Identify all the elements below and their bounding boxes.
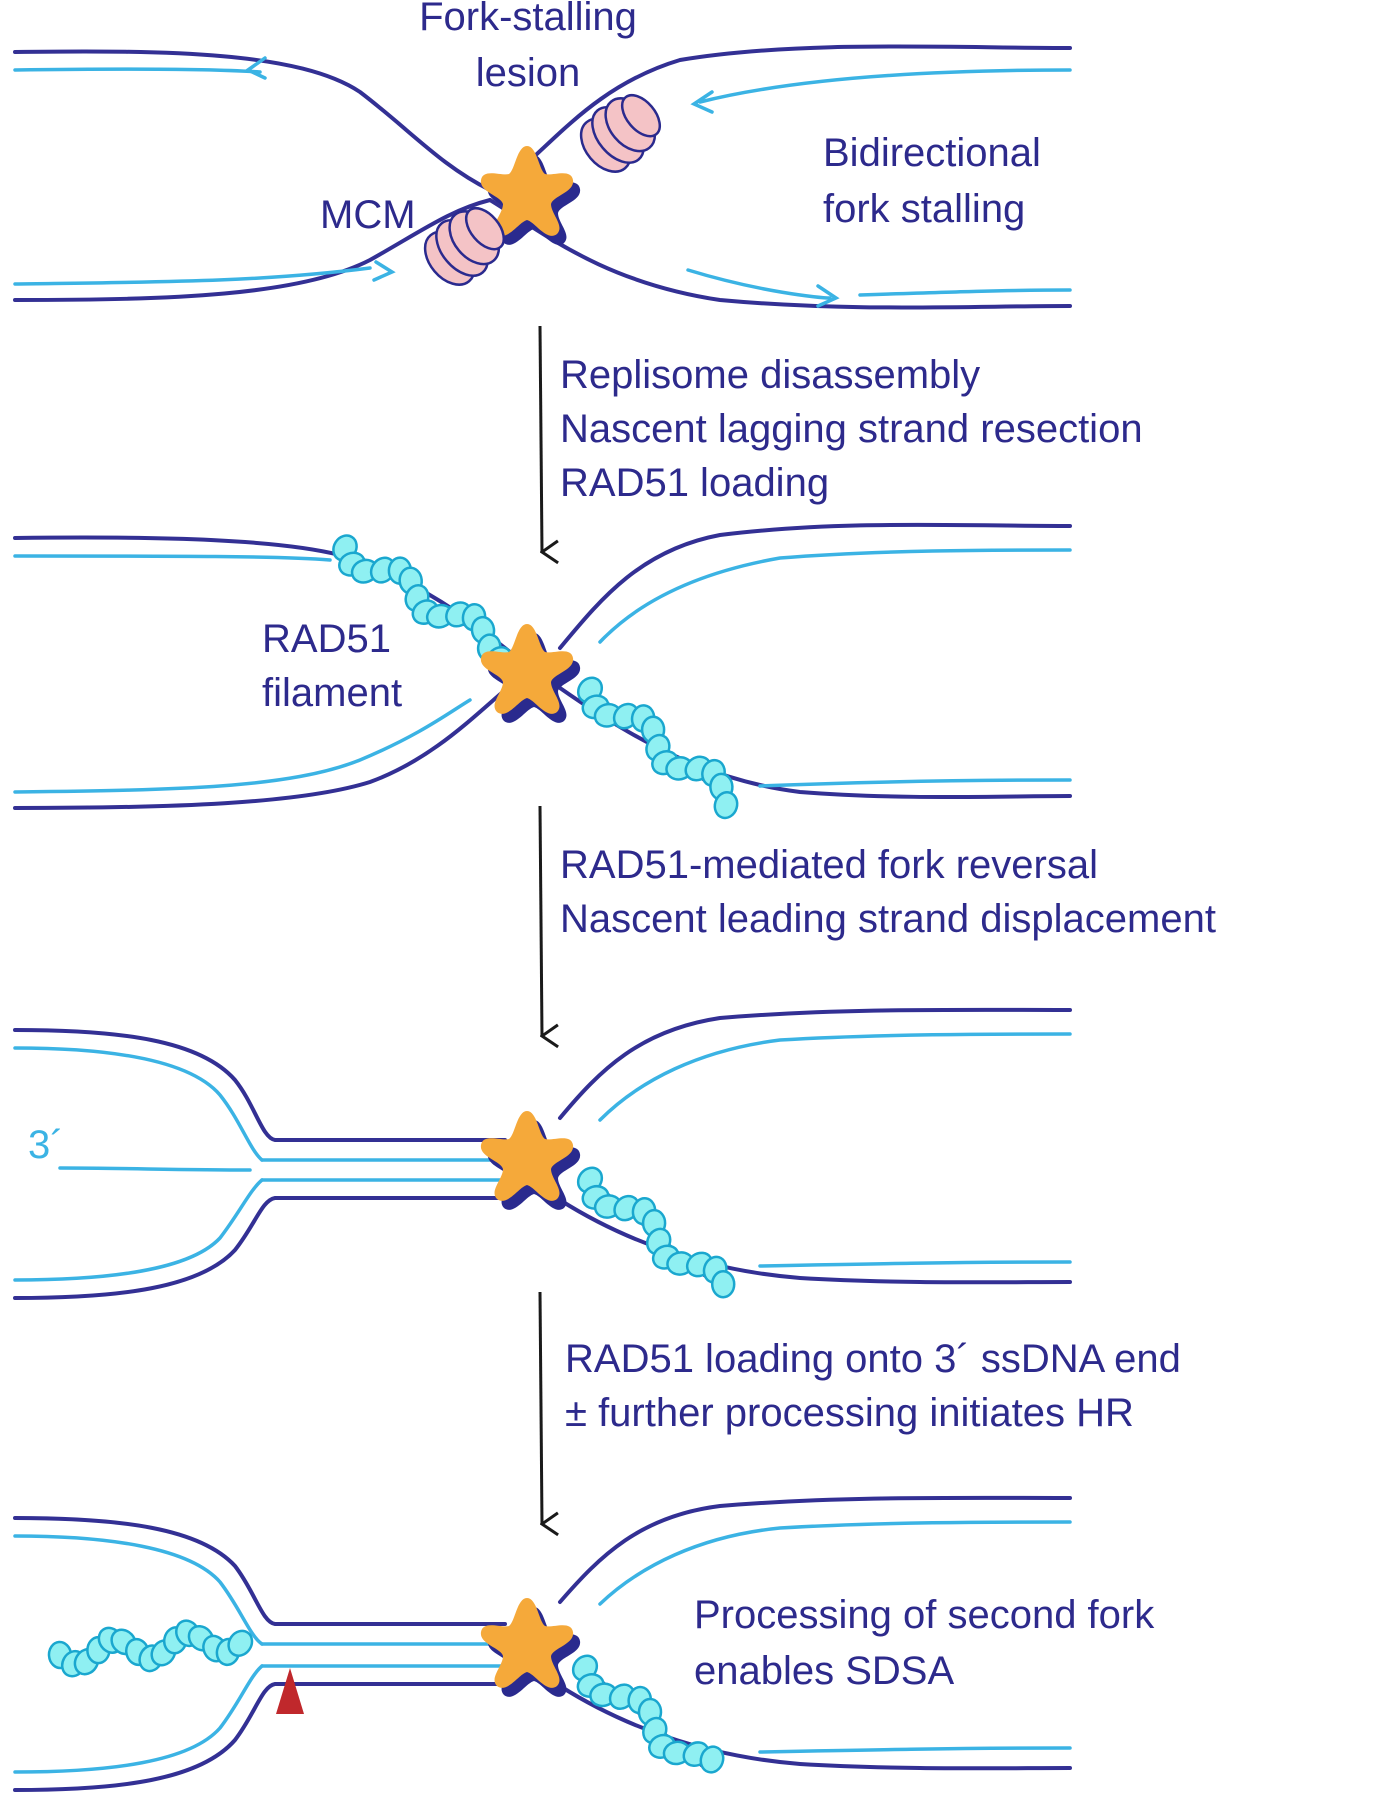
process-arrow-icon — [538, 325, 542, 552]
cleavage-site-icon — [276, 1668, 304, 1714]
panel-4-label-line1: Processing of second fork — [694, 1593, 1155, 1637]
step-3-line1: RAD51 loading onto 3´ ssDNA end — [565, 1337, 1181, 1381]
lesion-icon — [480, 1598, 581, 1697]
panel-4-second-fork-sdsa: Processing of second fork enables SDSA — [13, 1495, 1155, 1792]
rad51-filament-icon — [576, 1166, 736, 1299]
panel-1-bidirectional-stalling: Fork-stalling lesion MCM Bidirectional f… — [13, 0, 1072, 310]
lesion-label-line1: Fork-stalling — [419, 0, 637, 39]
rad51-filament-icon — [571, 1654, 725, 1774]
panel-2-rad51-loading: RAD51 filament — [13, 522, 1072, 820]
step-1-line2: Nascent lagging strand resection — [560, 407, 1143, 451]
rad51-filament-icon — [576, 676, 739, 820]
lesion-icon — [480, 1111, 581, 1210]
step-3: RAD51 loading onto 3´ ssDNA end ± furthe… — [538, 1291, 1181, 1524]
step-1-line3: RAD51 loading — [560, 461, 829, 505]
mcm-helicase-icon — [568, 80, 674, 184]
step-2-line1: RAD51-mediated fork reversal — [560, 843, 1098, 887]
rad51-monomer — [699, 1745, 725, 1774]
rad51-filament-icon — [332, 534, 513, 673]
step-2: RAD51-mediated fork reversal Nascent lea… — [538, 805, 1216, 1036]
end-label: 3´ — [28, 1123, 64, 1167]
rad51-monomer — [710, 1269, 736, 1299]
step-2-line2: Nascent leading strand displacement — [560, 897, 1216, 941]
panel-4-label-line2: enables SDSA — [694, 1649, 954, 1693]
nascent-strands — [13, 1032, 1072, 1282]
step-3-line2: ± further processing initiates HR — [565, 1391, 1134, 1435]
lesion-label-line2: lesion — [476, 51, 581, 95]
template-strands — [13, 1007, 1072, 1300]
step-1-line1: Replisome disassembly — [560, 353, 980, 397]
stall-label-line1: Bidirectional — [823, 131, 1041, 175]
filament-label-line2: filament — [262, 671, 402, 715]
mcm-helicase-icon — [412, 193, 518, 297]
nascent-strands — [13, 1520, 1072, 1774]
nascent-strands — [13, 548, 1072, 794]
step-1: Replisome disassembly Nascent lagging st… — [538, 325, 1143, 552]
mcm-label: MCM — [320, 193, 416, 237]
rad51-filament-icon — [47, 1619, 254, 1678]
template-strands — [13, 1495, 1072, 1792]
stall-label-line2: fork stalling — [823, 187, 1025, 231]
rad51-monomer — [713, 791, 739, 820]
rad51-monomer — [227, 1629, 254, 1657]
panel-3-fork-reversal: 3´ — [13, 1007, 1072, 1300]
process-arrow-icon — [538, 805, 542, 1036]
nascent-strands — [13, 56, 1072, 308]
process-arrow-icon — [538, 1291, 542, 1524]
filament-label-line1: RAD51 — [262, 617, 391, 661]
